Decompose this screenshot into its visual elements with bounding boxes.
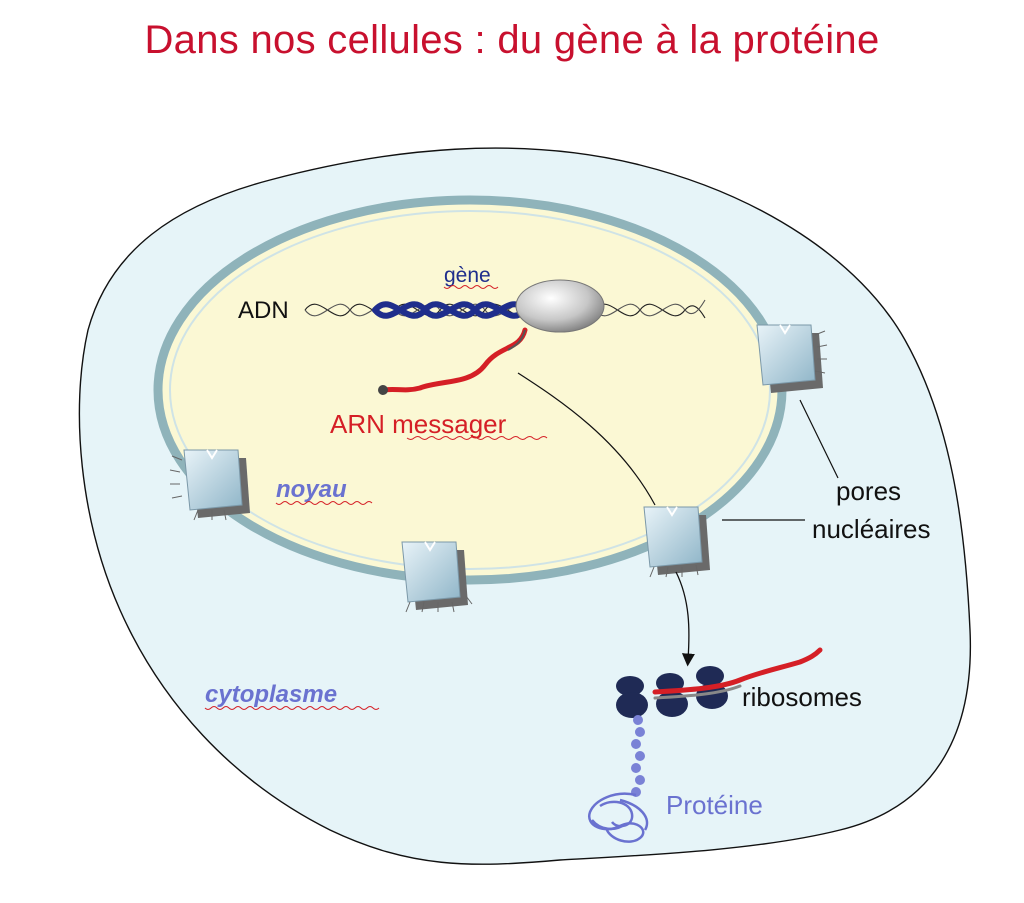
cytoplasm-mrna: [652, 647, 823, 695]
label-noyau: noyau: [276, 476, 347, 503]
pores-leader-line: [799, 399, 839, 479]
label-gene: gène: [444, 264, 491, 287]
folded-protein: [588, 792, 649, 843]
label-adn: ADN: [238, 297, 289, 324]
gene-dna: [372, 301, 528, 319]
nuclear-pore: [401, 541, 473, 613]
nuclear-pore: [756, 324, 828, 393]
label-arn-messager: ARN messager: [330, 409, 507, 439]
label-ribosomes: ribosomes: [742, 682, 862, 712]
nuclear-pore: [169, 449, 250, 521]
label-pores-line2: nucléaires: [812, 514, 931, 544]
nuclear-pore: [643, 506, 710, 578]
export-path-line: [517, 372, 656, 506]
ribosome: [616, 676, 648, 718]
label-pores-line1: pores: [836, 476, 901, 506]
protein-chain: [631, 715, 645, 797]
diagram-title: Dans nos cellules : du gène à la protéin…: [144, 18, 880, 62]
mrna-cap: [378, 385, 388, 395]
label-cytoplasme: cytoplasme: [205, 681, 337, 708]
mrna-strand: [382, 327, 528, 393]
rna-polymerase: [515, 279, 605, 333]
label-proteine: Protéine: [666, 790, 763, 820]
export-arrow: [675, 571, 695, 667]
